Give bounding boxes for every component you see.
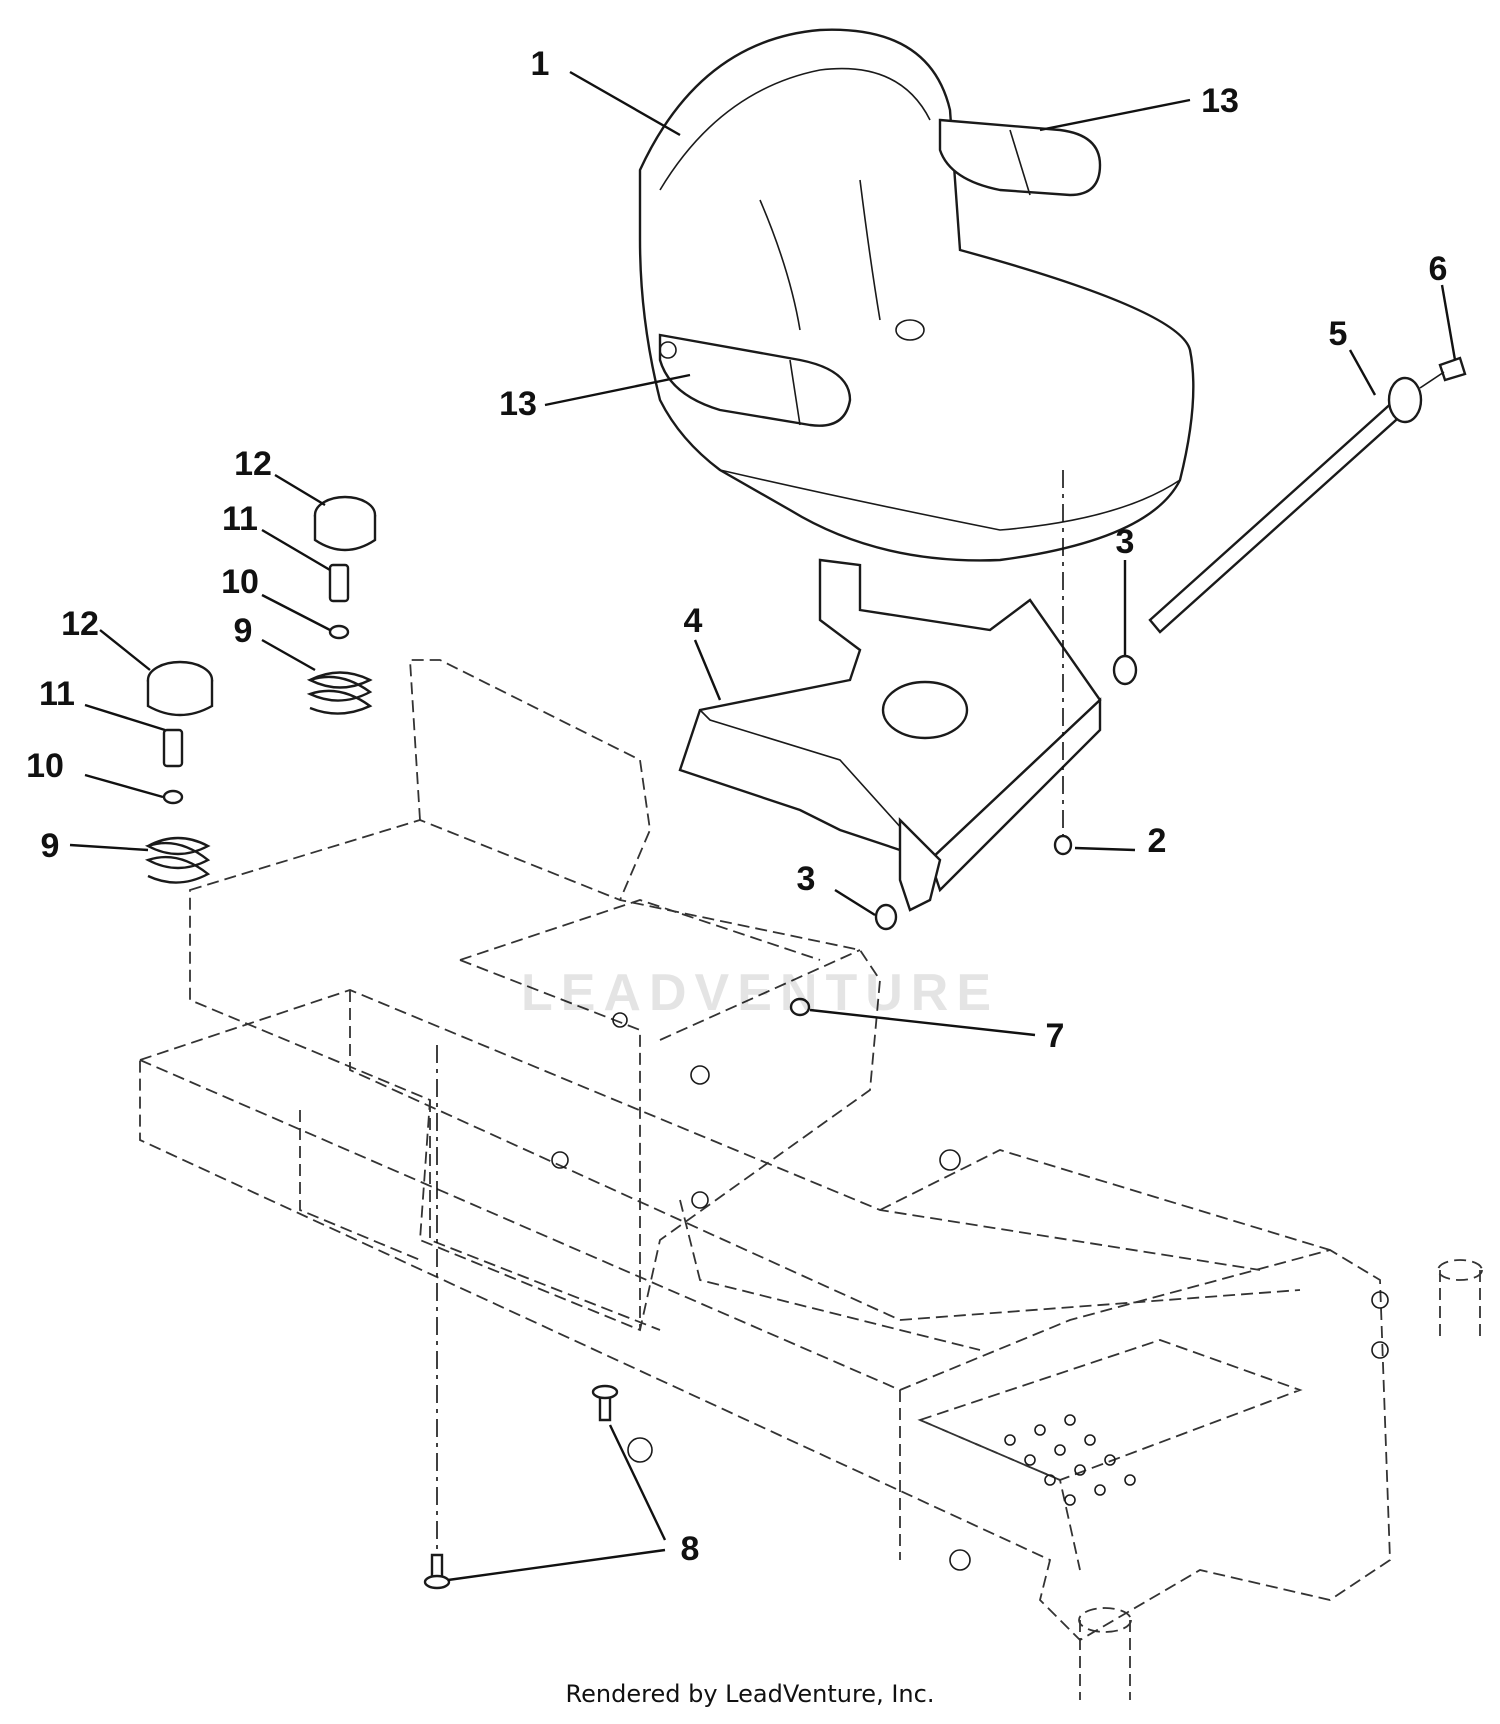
- footer-credit: Rendered by LeadVenture, Inc.: [565, 1680, 935, 1708]
- callout-label: 4: [684, 602, 703, 640]
- callout-label: 11: [39, 675, 75, 713]
- seat-bracket: [678, 558, 1102, 912]
- callout-label: 10: [221, 563, 259, 601]
- callout-label: 12: [234, 445, 272, 483]
- callout-label: 9: [234, 612, 253, 650]
- callout-label: 3: [1116, 523, 1135, 561]
- callout-label: 12: [61, 605, 99, 643]
- callout-label: 11: [222, 500, 258, 538]
- callout-label: 1: [531, 45, 550, 83]
- watermark-text: LEADVENTURE: [521, 964, 999, 1022]
- hardware: [423, 654, 1138, 1590]
- callout-label: 5: [1329, 315, 1348, 353]
- callout-label: 2: [1148, 822, 1167, 860]
- callout-label: 8: [681, 1530, 700, 1568]
- callout-label: 9: [41, 827, 60, 865]
- callout-label: 13: [1201, 82, 1239, 120]
- seat-assembly: [638, 28, 1195, 562]
- pivot-rod: [1148, 356, 1467, 634]
- callout-label: 3: [797, 860, 816, 898]
- chassis-frame: [139, 659, 1483, 1700]
- callouts: 1 13 13 6 5 3 12 11 10 9 12 11 10 9 4 2 …: [26, 45, 1447, 1568]
- callout-label: 7: [1046, 1017, 1065, 1055]
- callout-label: 6: [1429, 250, 1448, 288]
- callout-label: 10: [26, 747, 64, 785]
- suspension-parts: [144, 495, 377, 884]
- callout-label: 13: [499, 385, 537, 423]
- leader-lines: [69, 70, 1457, 1582]
